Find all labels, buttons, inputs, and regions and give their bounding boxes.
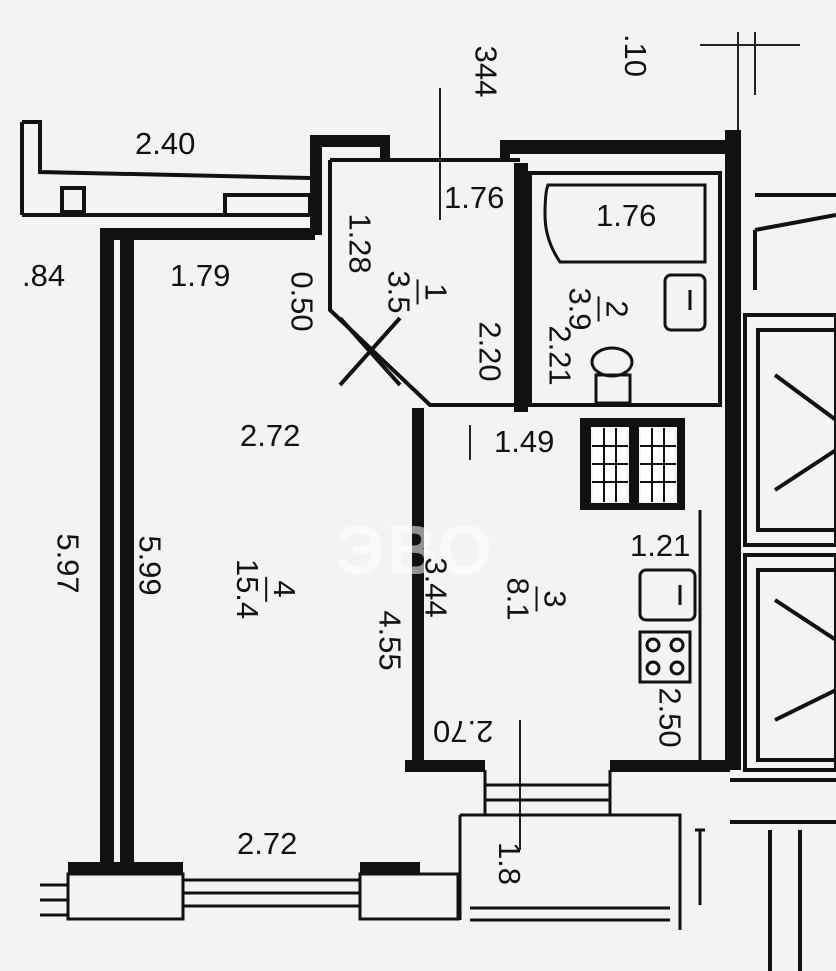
stove-icon [669, 660, 685, 676]
elevator-shaft [774, 688, 836, 722]
dimension-label: 4.55 [372, 610, 408, 671]
room-label-bathroom: 2 3.9 [562, 287, 635, 331]
room-number: 2 [597, 296, 635, 322]
dimension-label: 2.20 [472, 321, 508, 382]
elevator-shaft [773, 373, 836, 422]
dimension-label: 1.79 [170, 258, 231, 293]
elevator-shaft [743, 553, 836, 772]
elevator-shaft [773, 448, 836, 492]
toilet-icon [594, 373, 632, 405]
elevator-shaft [773, 598, 836, 642]
dimension-label: 2.72 [240, 418, 301, 453]
dimension-label: 1.76 [596, 198, 657, 233]
room-area: 3.5 [381, 270, 417, 314]
dimension-label: 2.21 [542, 325, 578, 386]
dimension-label: 1.28 [342, 213, 378, 274]
wall-living-top [100, 228, 315, 240]
wall-corridor-kitchen [412, 408, 424, 768]
column-marker [60, 186, 86, 214]
room-label-kitchen: 3 8.1 [500, 577, 573, 621]
dimension-label: 0.50 [284, 271, 320, 332]
sink-icon [638, 568, 697, 622]
wall-top-bath [500, 140, 730, 154]
bathtub-icon [543, 183, 707, 264]
dimension-label: 5.97 [50, 533, 86, 594]
wall-stub [380, 135, 390, 160]
neighbour-wall [754, 213, 836, 232]
wall-living-left [120, 232, 134, 872]
stove-icon [645, 660, 661, 676]
room-area: 3.9 [562, 287, 598, 331]
dimension-label: 3.44 [418, 557, 454, 618]
dimension-label: 2.40 [135, 126, 196, 161]
vent-block [580, 418, 685, 510]
dimension-label: 2.50 [652, 687, 688, 748]
wall-bottom [405, 760, 485, 772]
bath-partition-wall [514, 163, 528, 412]
wall-corridor-left [310, 135, 322, 235]
wall-bottom-living [68, 862, 183, 874]
room-area: 8.1 [500, 577, 536, 621]
elevator-shaft [743, 313, 836, 547]
wall-bottom [610, 760, 730, 772]
elevator-shaft [756, 328, 836, 532]
wall-stub [500, 140, 510, 162]
dimension-label: 5.99 [132, 535, 168, 596]
balcony-outline [460, 813, 682, 930]
room-number: 3 [535, 586, 573, 612]
wall-outline [22, 120, 311, 180]
washbasin-icon [663, 273, 707, 332]
room-label-living: 4 15.4 [230, 558, 302, 620]
dimension-label: 2.72 [237, 826, 298, 861]
room-label-corridor: 1 3.5 [381, 270, 454, 314]
watermark-logo: ЭВО [335, 511, 495, 589]
room-number: 1 [416, 279, 454, 305]
dimension-label: 1.8 [492, 841, 528, 886]
room-area: 15.4 [230, 558, 266, 620]
window-frame [66, 872, 185, 921]
wall-bottom-living [360, 862, 420, 874]
dimension-label: 1.49 [494, 424, 555, 459]
elevator-shaft [756, 568, 836, 762]
bathroom-box [528, 171, 722, 407]
window-sill [223, 193, 312, 217]
dimension-label: 2.70 [433, 714, 494, 749]
stove-icon [669, 637, 685, 653]
window-frame [358, 872, 460, 921]
wall-top-corridor [310, 135, 382, 147]
dimension-label: .84 [22, 258, 66, 293]
dimension-label: .10 [618, 33, 654, 78]
dimension-label: 344 [468, 45, 504, 98]
room-number: 4 [265, 576, 302, 602]
door-swing [338, 316, 402, 387]
wall-left-exterior [100, 232, 114, 872]
toilet-icon [590, 346, 634, 378]
wall-right-exterior [725, 130, 741, 770]
dimension-label: 1.76 [444, 180, 505, 215]
stove-icon [638, 630, 692, 684]
dimension-label: 1.21 [630, 528, 691, 563]
stove-icon [645, 637, 661, 653]
